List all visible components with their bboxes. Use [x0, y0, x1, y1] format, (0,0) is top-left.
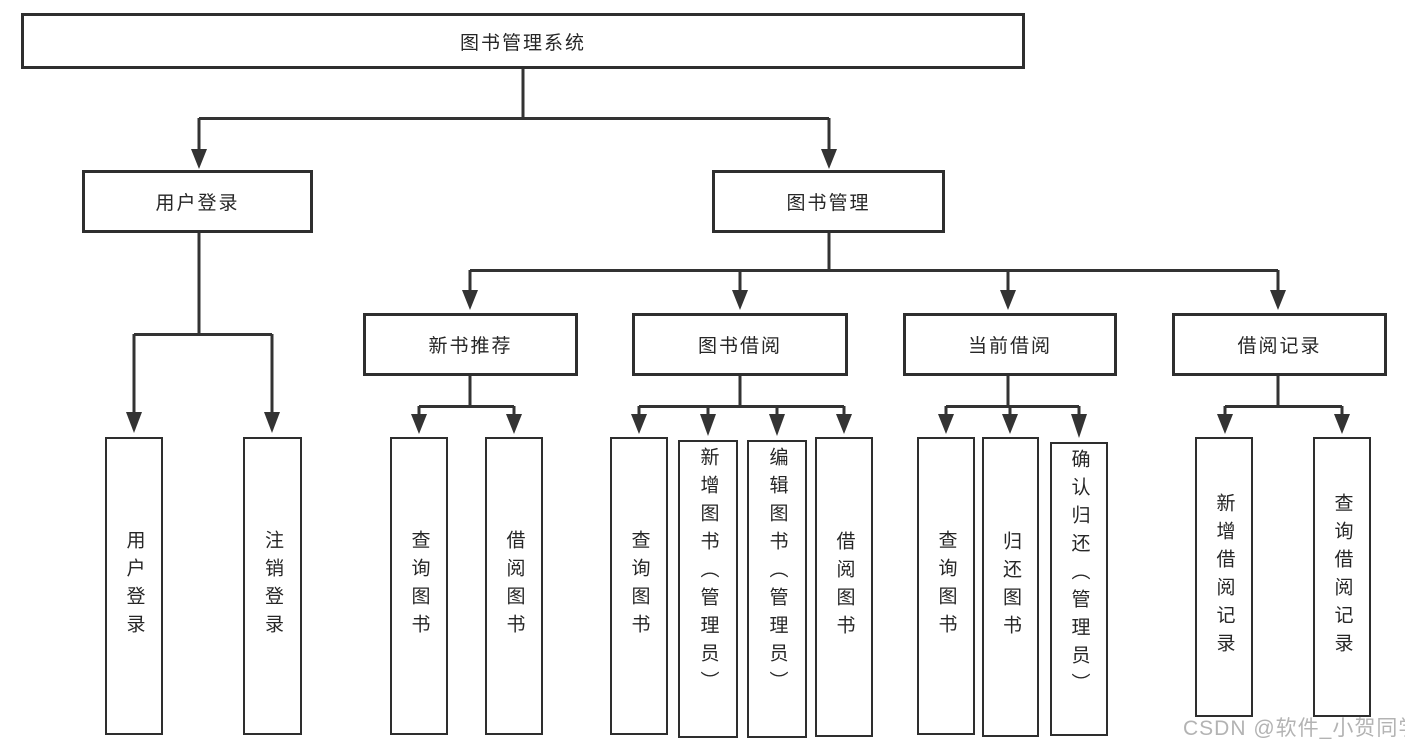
node-query-books: 查询图书	[917, 437, 975, 735]
node-add-books-admin: 新增图书（管理员）	[678, 440, 738, 738]
node-label: 图书借阅	[697, 336, 782, 357]
node-label: 查询图书	[628, 530, 650, 642]
node-label: 新增借阅记录	[1213, 493, 1235, 661]
node-book-borrowing: 图书借阅	[632, 313, 848, 376]
node-label: 注销登录	[262, 530, 283, 642]
node-confirm-return-admin: 确认归还（管理员）	[1050, 442, 1108, 736]
node-logout: 注销登录	[243, 437, 302, 735]
node-label: 查询图书	[935, 530, 957, 642]
node-book-management: 图书管理	[712, 170, 945, 233]
node-label: 借阅记录	[1237, 336, 1322, 357]
node-borrow-books: 借阅图书	[485, 437, 543, 735]
node-return-books: 归还图书	[982, 437, 1039, 737]
node-label: 新增图书（管理员）	[697, 447, 719, 699]
node-label: 借阅图书	[833, 531, 855, 643]
node-new-book-recommend: 新书推荐	[363, 313, 578, 376]
node-query-books: 查询图书	[610, 437, 668, 735]
node-borrow-books: 借阅图书	[815, 437, 873, 737]
node-label: 用户登录	[155, 193, 240, 214]
node-current-borrowing: 当前借阅	[903, 313, 1117, 376]
node-label: 新书推荐	[428, 336, 513, 357]
node-edit-books-admin: 编辑图书（管理员）	[747, 440, 807, 738]
node-label: 当前借阅	[967, 336, 1052, 357]
node-label: 查询图书	[408, 530, 430, 642]
csdn-watermark: CSDN @软件_小贺同学	[1183, 717, 1405, 740]
node-label: 查询借阅记录	[1331, 493, 1353, 661]
node-borrowing-records: 借阅记录	[1172, 313, 1387, 376]
node-label: 用户登录	[123, 530, 145, 642]
node-root-system: 图书管理系统	[21, 13, 1025, 69]
node-label: 编辑图书（管理员）	[766, 447, 788, 699]
node-query-borrow-record: 查询借阅记录	[1313, 437, 1371, 717]
node-label: 归还图书	[1000, 531, 1021, 643]
node-label: 图书管理	[786, 193, 871, 214]
node-label: 借阅图书	[503, 530, 525, 642]
node-user-login: 用户登录	[105, 437, 163, 735]
node-label: 图书管理系统	[459, 32, 586, 54]
node-label: 确认归还（管理员）	[1068, 449, 1090, 701]
node-query-books: 查询图书	[390, 437, 448, 735]
node-user-login-module: 用户登录	[82, 170, 313, 233]
node-add-borrow-record: 新增借阅记录	[1195, 437, 1253, 717]
